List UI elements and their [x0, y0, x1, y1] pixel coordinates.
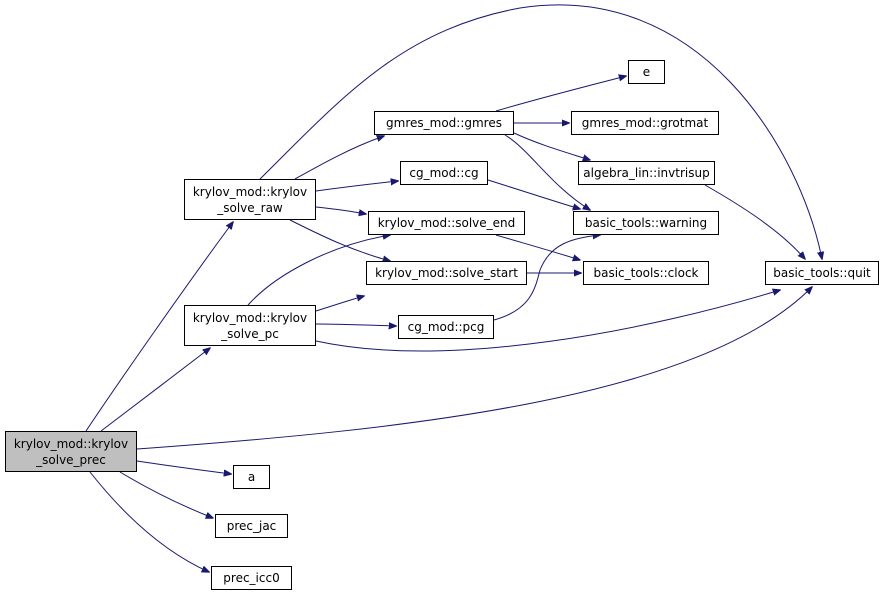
node-label-line: prec_icc0: [223, 571, 280, 585]
node-label-line: cg_mod::pcg: [407, 320, 485, 334]
node-label: basic_tools::quit: [773, 265, 870, 281]
edge-pc-to-sstart: [315, 296, 364, 312]
node-label: krylov_mod::krylov_solve_pc: [193, 310, 307, 342]
node-label: krylov_mod::krylov_solve_prec: [14, 436, 128, 468]
node-grotmat[interactable]: gmres_mod::grotmat: [571, 111, 719, 135]
node-label-line: prec_jac: [226, 519, 277, 533]
node-label: basic_tools::warning: [585, 215, 707, 231]
node-label: prec_icc0: [223, 570, 279, 586]
node-a[interactable]: a: [233, 465, 270, 489]
node-clock[interactable]: basic_tools::clock: [583, 261, 709, 285]
node-label: gmres_mod::gmres: [386, 115, 502, 131]
node-invtrisup[interactable]: algebra_lin::invtrisup: [578, 161, 715, 185]
edge-root-to-quit: [136, 287, 812, 450]
node-label: krylov_mod::solve_start: [375, 265, 518, 281]
edge-root-to-a: [136, 460, 231, 474]
node-label-line: krylov_mod::krylov: [192, 184, 308, 199]
edge-gmres-to-e: [495, 76, 626, 112]
node-pc[interactable]: krylov_mod::krylov_solve_pc: [184, 305, 316, 346]
node-sstart[interactable]: krylov_mod::solve_start: [366, 261, 527, 285]
edge-raw-to-cg: [315, 181, 398, 192]
node-label-line: a: [247, 470, 256, 484]
node-label: e: [643, 64, 650, 80]
node-e[interactable]: e: [628, 60, 665, 84]
edge-raw-to-sstart: [289, 219, 390, 261]
node-quit[interactable]: basic_tools::quit: [765, 261, 879, 285]
node-label: a: [248, 469, 255, 485]
edge-pcg-to-warning: [493, 235, 600, 321]
node-label: prec_jac: [227, 518, 277, 534]
node-raw[interactable]: krylov_mod::krylov_solve_raw: [184, 179, 316, 220]
node-label-line: krylov_mod::solve_start: [375, 266, 518, 280]
node-label-line: gmres_mod::grotmat: [581, 116, 709, 130]
edge-root-to-precicc0: [89, 471, 209, 572]
edge-root-to-raw: [85, 222, 233, 432]
edge-cg-to-warning: [487, 179, 580, 209]
node-precicc0[interactable]: prec_icc0: [211, 566, 292, 590]
node-label-line: _solve_prec: [36, 452, 106, 467]
node-pcg[interactable]: cg_mod::pcg: [398, 315, 494, 339]
node-label-line: algebra_lin::invtrisup: [583, 166, 710, 180]
node-root: krylov_mod::krylov_solve_prec: [5, 431, 137, 472]
edge-gmres-to-warning: [504, 134, 590, 210]
node-cg[interactable]: cg_mod::cg: [400, 161, 488, 185]
node-label-line: _solve_pc: [221, 326, 279, 341]
node-label: cg_mod::cg: [409, 165, 478, 181]
node-label-line: krylov_mod::krylov: [13, 436, 129, 451]
node-label-line: _solve_raw: [217, 200, 283, 215]
node-label-line: basic_tools::clock: [593, 266, 699, 280]
node-precjac[interactable]: prec_jac: [215, 514, 288, 538]
node-send[interactable]: krylov_mod::solve_end: [368, 211, 525, 235]
edge-pc-to-send: [247, 235, 390, 306]
node-label: krylov_mod::solve_end: [378, 215, 516, 231]
edge-pc-to-pcg: [315, 324, 396, 326]
node-label: cg_mod::pcg: [408, 319, 485, 335]
node-label-line: gmres_mod::gmres: [386, 116, 502, 130]
node-label-line: basic_tools::warning: [584, 216, 708, 230]
node-label-line: cg_mod::cg: [409, 166, 479, 180]
edge-raw-to-gmres: [294, 136, 384, 180]
node-label-line: krylov_mod::solve_end: [377, 216, 516, 230]
edge-raw-to-quit: [259, 4, 822, 259]
node-label: basic_tools::clock: [593, 265, 698, 281]
edge-root-to-precjac: [119, 471, 213, 518]
node-gmres[interactable]: gmres_mod::gmres: [374, 111, 514, 135]
node-warning[interactable]: basic_tools::warning: [573, 211, 719, 235]
node-label-line: krylov_mod::krylov: [192, 310, 308, 325]
edge-raw-to-send: [315, 206, 366, 214]
edge-root-to-pc: [100, 348, 210, 432]
node-label: krylov_mod::krylov_solve_raw: [193, 184, 307, 216]
edge-send-to-clock: [495, 234, 580, 260]
node-label: gmres_mod::grotmat: [582, 115, 708, 131]
edge-pc-to-quit: [315, 290, 780, 352]
edge-invtrisup-to-quit: [704, 184, 805, 259]
edges-layer: [85, 4, 822, 572]
node-label: algebra_lin::invtrisup: [583, 165, 709, 181]
edge-gmres-to-invtrisup: [513, 132, 590, 160]
node-label-line: e: [642, 65, 651, 79]
node-label-line: basic_tools::quit: [773, 266, 871, 280]
